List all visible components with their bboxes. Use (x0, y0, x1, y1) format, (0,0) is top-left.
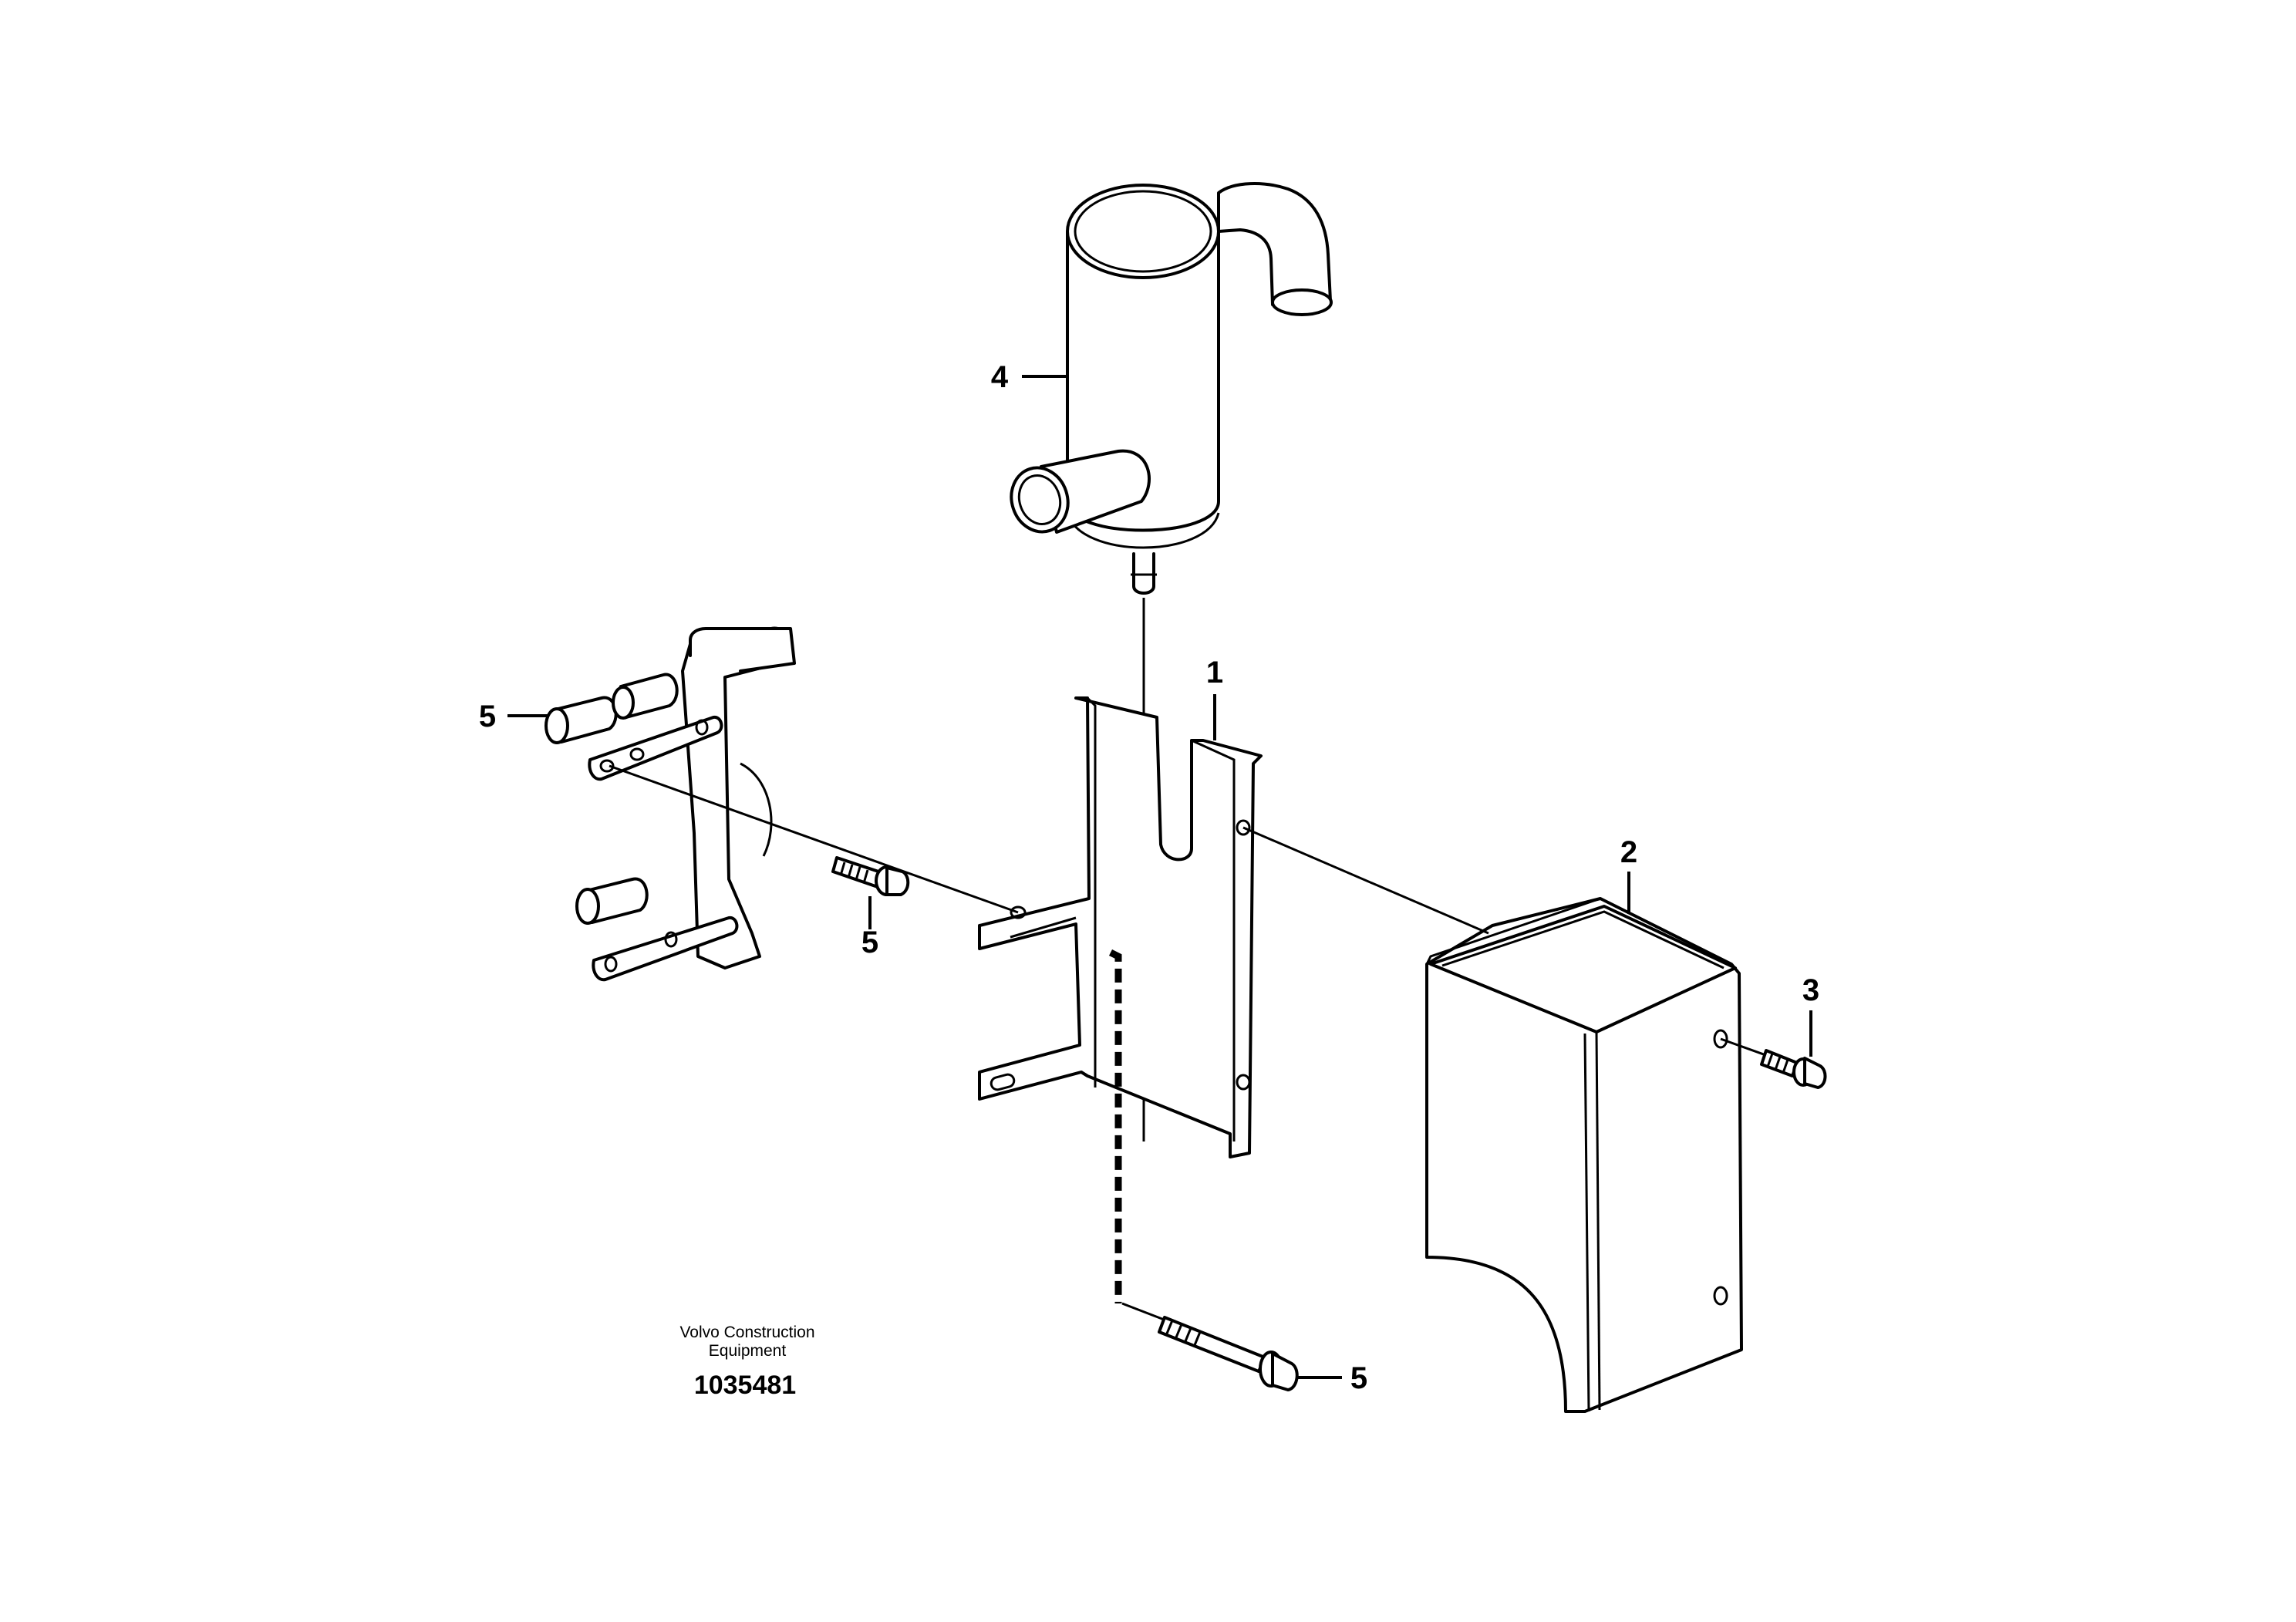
callout-screw-bottom-right: 5 (1350, 1361, 1367, 1395)
cover-part (1242, 826, 1743, 1413)
clamp-part (544, 626, 1019, 982)
screw-left-part (831, 856, 910, 896)
bracket-part (978, 696, 1263, 1322)
footer-block: Volvo Construction Equipment 1035481 (679, 1324, 814, 1400)
brand-line-2: Equipment (709, 1342, 787, 1360)
screw-bottom-part (1158, 1316, 1299, 1391)
callout-cover-screw: 3 (1802, 973, 1819, 1007)
callout-screw-left-bottom: 5 (861, 926, 878, 959)
callout-bracket: 1 (1206, 656, 1223, 690)
brand-line-1: Volvo Construction (679, 1324, 814, 1341)
reference-number: 1035481 (694, 1371, 796, 1400)
callout-screw-left-top: 5 (479, 700, 496, 733)
callout-group: 4 1 2 3 5 5 5 (479, 360, 1819, 1395)
callout-cover: 2 (1620, 835, 1637, 869)
cover-screw-part (1720, 1037, 1827, 1089)
callout-muffler: 4 (991, 360, 1009, 394)
